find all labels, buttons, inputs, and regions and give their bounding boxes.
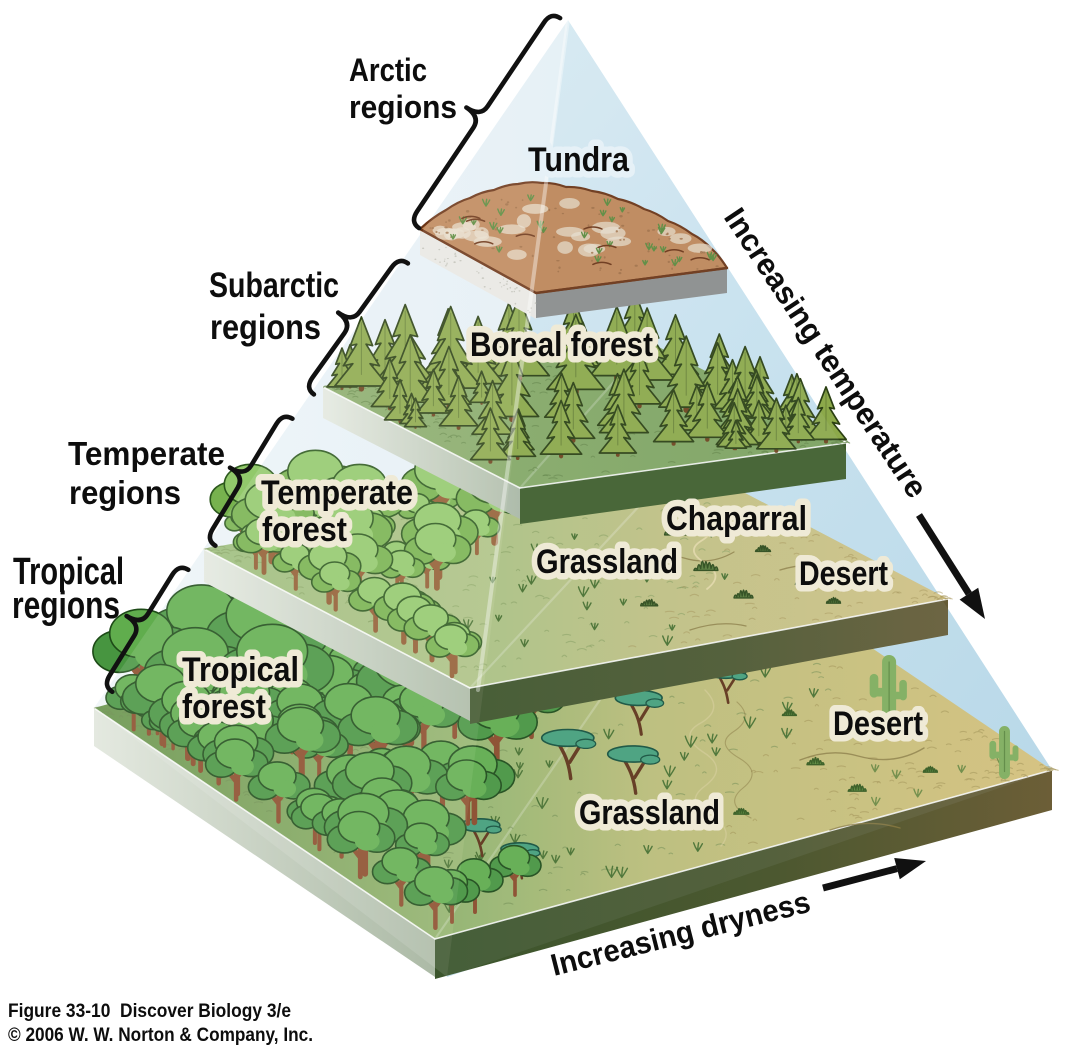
svg-text:Grassland: Grassland <box>579 794 720 832</box>
svg-text:Desert: Desert <box>833 705 923 743</box>
svg-text:Tundra: Tundra <box>528 141 630 179</box>
svg-text:Subarctic: Subarctic <box>209 266 339 305</box>
svg-text:regions: regions <box>12 585 120 627</box>
svg-text:Arctic: Arctic <box>349 52 427 88</box>
svg-text:Temperate: Temperate <box>261 474 413 512</box>
svg-text:regions: regions <box>69 474 181 511</box>
svg-text:Grassland: Grassland <box>536 543 678 581</box>
svg-text:Boreal forest: Boreal forest <box>470 326 653 364</box>
svg-text:Chaparral: Chaparral <box>666 500 807 538</box>
svg-text:forest: forest <box>182 688 266 726</box>
svg-text:regions: regions <box>349 89 457 125</box>
svg-text:regions: regions <box>210 308 321 347</box>
svg-text:Temperate: Temperate <box>68 435 225 472</box>
svg-text:Tropical: Tropical <box>182 651 299 689</box>
svg-text:Figure 33-10 Discover Biology: Figure 33-10 Discover Biology 3/e <box>8 1001 291 1022</box>
svg-text:forest: forest <box>262 511 347 549</box>
svg-text:© 2006 W. W. Norton & Company,: © 2006 W. W. Norton & Company, Inc. <box>8 1025 313 1046</box>
svg-text:Tropical: Tropical <box>13 551 124 593</box>
svg-text:Desert: Desert <box>799 555 888 593</box>
